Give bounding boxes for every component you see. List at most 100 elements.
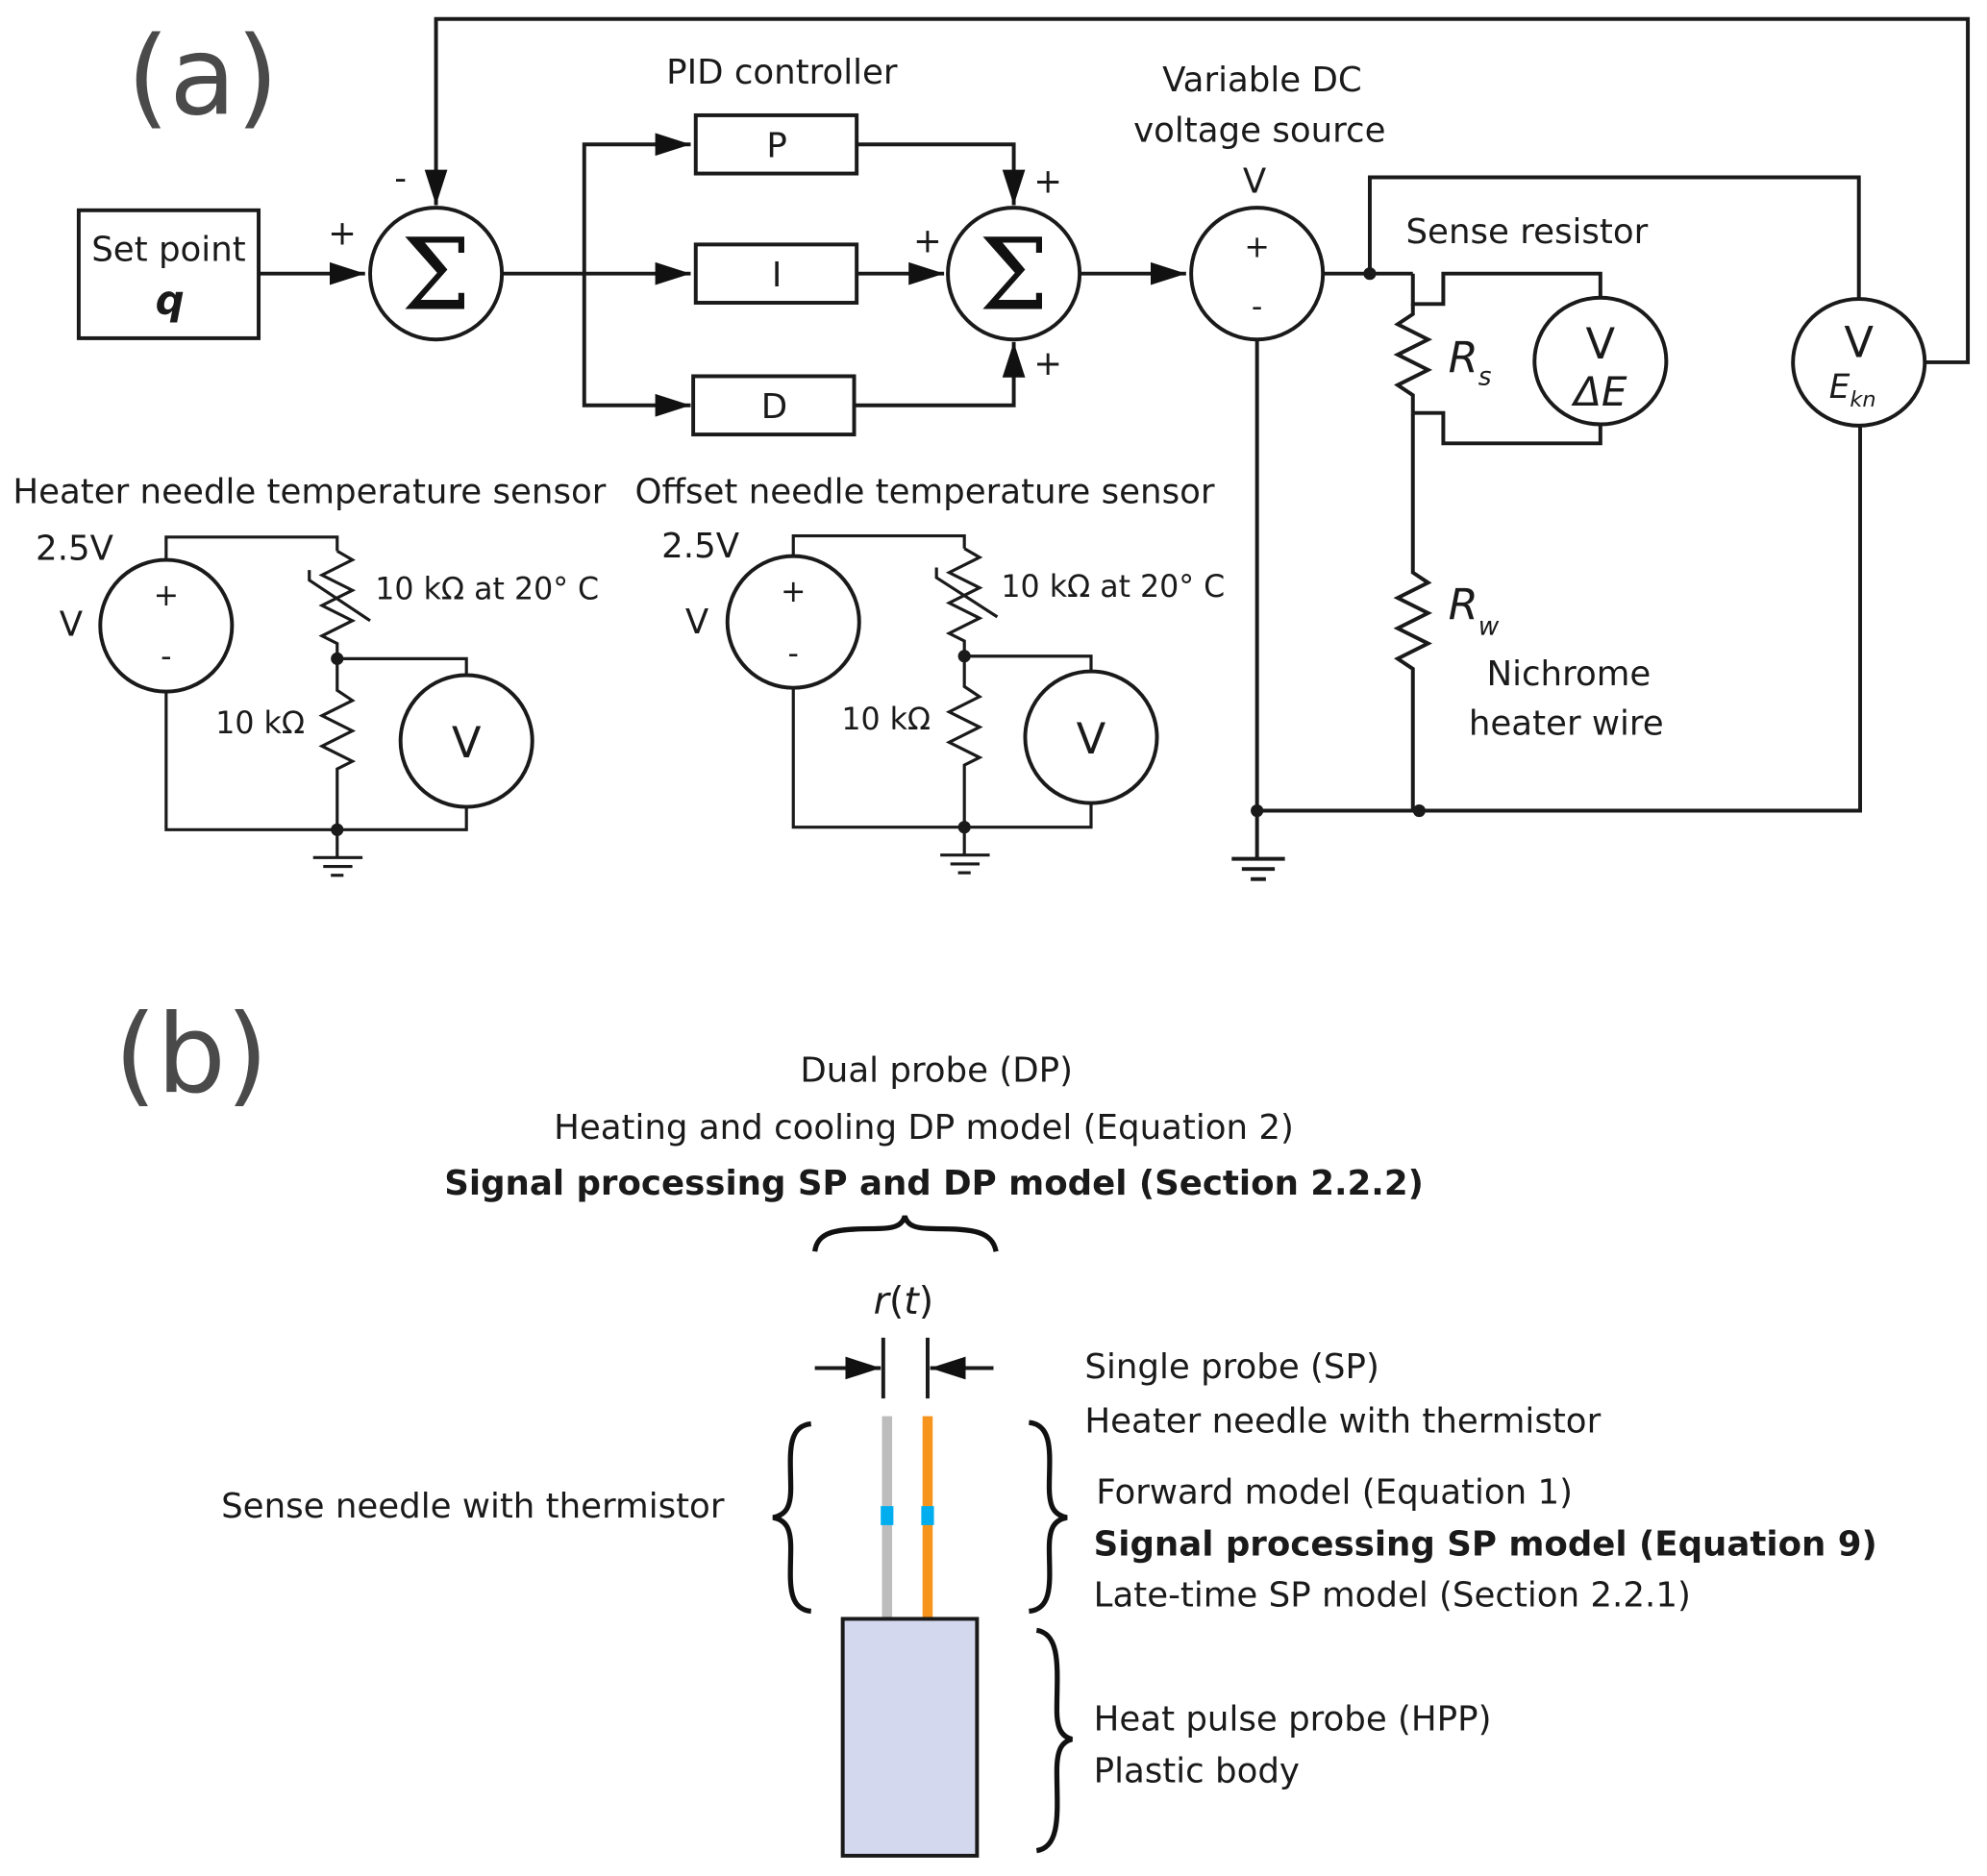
offset-sensor-circuit: Offset needle temperature sensor 2.5V V … bbox=[634, 472, 1225, 875]
setpoint-block: Set point q bbox=[76, 208, 261, 340]
offset-sensor-supply: 2.5V bbox=[661, 527, 740, 566]
ground-node-1 bbox=[1251, 803, 1264, 818]
hpp-plastic-body bbox=[840, 1617, 980, 1858]
spacing-label: r(t) bbox=[874, 1279, 934, 1323]
sum2-sigma-icon: Σ bbox=[979, 219, 1049, 333]
thermistor-slash-icon bbox=[308, 570, 371, 623]
dc-source-symbol: V bbox=[1243, 161, 1267, 201]
offset-sensor-plus: + bbox=[781, 575, 807, 609]
sum1-plus-sign: + bbox=[328, 213, 357, 253]
ground-icon bbox=[312, 855, 363, 877]
rw-letter: R bbox=[1449, 580, 1478, 630]
dual-probe-line3: Signal processing SP and DP model (Secti… bbox=[444, 1164, 1424, 1203]
heater-sensor-title: Heater needle temperature sensor bbox=[12, 472, 606, 511]
offset-thermistor-zigzag bbox=[945, 547, 983, 656]
panel-b: (b) Dual probe (DP) Heating and cooling … bbox=[114, 991, 1877, 1858]
sense-needle bbox=[881, 1416, 894, 1619]
rs-letter: R bbox=[1449, 333, 1478, 383]
delta-e-voltmeter: V ΔE bbox=[1532, 295, 1669, 427]
ekn-meter-symbol: V bbox=[1844, 317, 1874, 368]
single-probe-line4: Signal processing SP model (Equation 9) bbox=[1094, 1525, 1877, 1565]
heater-thermistor-zigzag bbox=[318, 549, 357, 659]
heater-wire-resistor-zigzag bbox=[1393, 563, 1433, 811]
offset-thermistor-label: 10 kΩ at 20° C bbox=[1001, 570, 1225, 605]
dual-probe-line2: Heating and cooling DP model (Equation 2… bbox=[554, 1108, 1294, 1148]
heater-sensor-resistor-label: 10 kΩ bbox=[215, 706, 305, 741]
wire-d-to-sum2 bbox=[854, 341, 1026, 407]
dc-source-title-line1: Variable DC bbox=[1162, 61, 1362, 100]
pid-block-d: D bbox=[691, 374, 857, 437]
hpp-brace bbox=[1035, 1627, 1074, 1854]
ekn-voltmeter: V Ekn bbox=[1791, 297, 1927, 428]
heater-sensor-circuit: Heater needle temperature sensor 2.5V V … bbox=[12, 472, 607, 877]
wire-sum1-to-p bbox=[582, 133, 691, 274]
heater-sensor-plus: + bbox=[154, 579, 179, 613]
summing-junction-1: Σ bbox=[368, 206, 505, 342]
wire-p-to-sum2 bbox=[857, 142, 1026, 206]
pid-p-label: P bbox=[766, 126, 786, 165]
paren-close: ) bbox=[919, 1279, 933, 1323]
sense-thermistor bbox=[881, 1506, 894, 1525]
rw-subscript: w bbox=[1478, 612, 1500, 641]
pid-title: PID controller bbox=[666, 53, 898, 92]
single-probe-line2: Heater needle with thermistor bbox=[1084, 1402, 1601, 1442]
paren-open: ( bbox=[889, 1279, 904, 1323]
delta-e-meter-label: ΔE bbox=[1571, 368, 1627, 415]
single-probe-line3: Forward model (Equation 1) bbox=[1096, 1472, 1573, 1512]
ekn-meter-label: Ekn bbox=[1829, 368, 1876, 412]
setpoint-symbol: q bbox=[156, 277, 185, 324]
panel-b-label: (b) bbox=[114, 991, 268, 1118]
heater-sensor-source-symbol: V bbox=[60, 605, 84, 645]
spacing-t: t bbox=[904, 1279, 920, 1323]
ground-icon bbox=[1231, 856, 1285, 881]
pid-block-i: I bbox=[693, 242, 859, 305]
ekn-subscript: kn bbox=[1850, 387, 1875, 412]
hpp-line1: Heat pulse probe (HPP) bbox=[1094, 1699, 1492, 1739]
rs-subscript: s bbox=[1478, 363, 1492, 392]
pid-i-label: I bbox=[772, 256, 782, 295]
rs-symbol: Rs bbox=[1449, 333, 1492, 392]
heater-thermistor-label: 10 kΩ at 20° C bbox=[375, 572, 599, 606]
pid-block-p: P bbox=[693, 112, 859, 176]
sense-resistor-zigzag bbox=[1393, 304, 1433, 413]
dual-probe-line1: Dual probe (DP) bbox=[800, 1051, 1073, 1091]
sum2-plus-bottom: + bbox=[1033, 344, 1062, 383]
panel-a-label: (a) bbox=[127, 13, 279, 140]
spacing-r: r bbox=[874, 1279, 892, 1323]
sense-needle-label: Sense needle with thermistor bbox=[221, 1487, 725, 1526]
hpp-line2: Plastic body bbox=[1094, 1751, 1300, 1790]
offset-sensor-title: Offset needle temperature sensor bbox=[634, 472, 1214, 511]
sum2-plus-top: + bbox=[1033, 161, 1062, 201]
heater-wire-label-line2: heater wire bbox=[1469, 704, 1664, 743]
heater-needle-brace bbox=[1028, 1419, 1068, 1615]
heater-sensor-meter-symbol: V bbox=[452, 717, 482, 768]
ground-icon bbox=[940, 853, 990, 875]
delta-e-meter-symbol: V bbox=[1586, 318, 1616, 369]
ekn-letter: E bbox=[1829, 368, 1850, 407]
summing-junction-2: Σ bbox=[946, 206, 1082, 342]
pid-d-label: D bbox=[761, 387, 787, 427]
heater-sensor-resistor-zigzag bbox=[318, 658, 357, 830]
heater-thermistor bbox=[921, 1506, 934, 1525]
heater-wire-label-line1: Nichrome bbox=[1486, 654, 1651, 694]
wire-rs-bottom bbox=[1412, 410, 1602, 446]
offset-sensor-source-symbol: V bbox=[685, 603, 709, 642]
single-probe-line1: Single probe (SP) bbox=[1084, 1347, 1378, 1387]
dc-voltage-source: + - bbox=[1189, 206, 1326, 342]
offset-sensor-resistor-zigzag bbox=[945, 655, 983, 827]
offset-sensor-minus: - bbox=[788, 637, 799, 672]
offset-sensor-meter-symbol: V bbox=[1077, 713, 1106, 764]
dc-source-minus: - bbox=[1252, 290, 1262, 325]
offset-sensor-resistor-label: 10 kΩ bbox=[841, 703, 931, 737]
heater-needle bbox=[921, 1416, 934, 1619]
dc-source-plus: + bbox=[1244, 231, 1270, 265]
sense-resistor-title: Sense resistor bbox=[1405, 212, 1648, 252]
wire-sum1-to-d bbox=[582, 273, 691, 417]
thermistor-slash-icon bbox=[934, 567, 999, 619]
sum2-plus-left: + bbox=[913, 221, 942, 260]
sum1-minus-sign: - bbox=[394, 160, 407, 199]
ground-node-2 bbox=[1412, 803, 1426, 818]
sum1-sigma-icon: Σ bbox=[401, 219, 471, 333]
dc-source-title-line2: voltage source bbox=[1133, 111, 1385, 151]
